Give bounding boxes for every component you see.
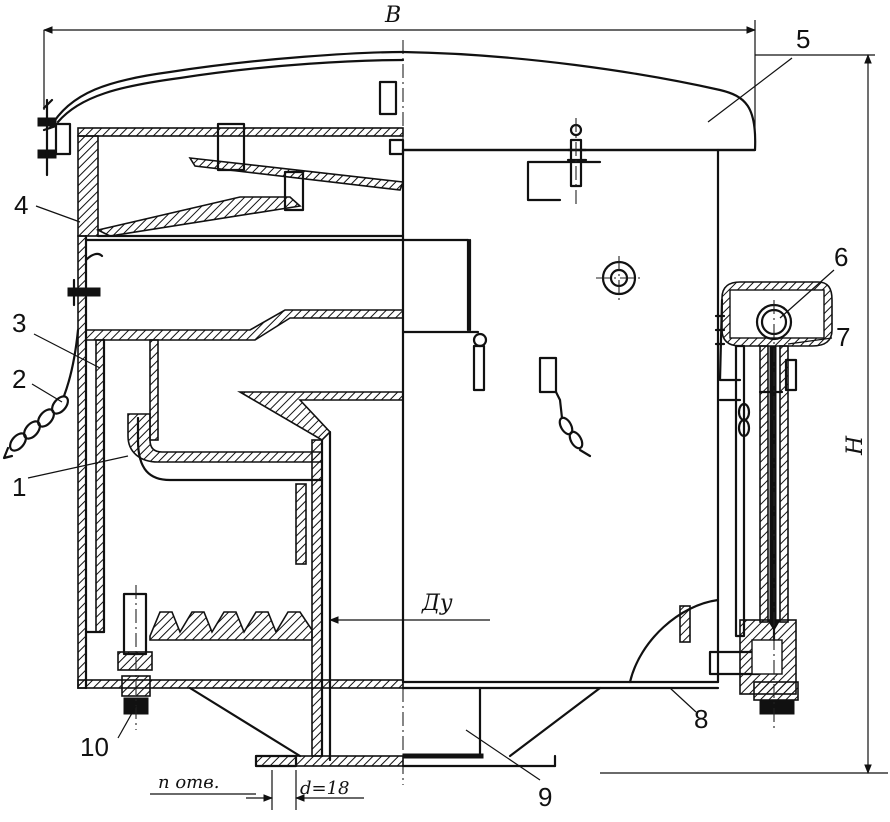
central-pipe [295, 438, 324, 758]
nominal-diameter-label: Ду [421, 591, 453, 616]
level-gauge [708, 281, 833, 728]
callout-9: 9 [538, 782, 552, 812]
callout-6: 6 [834, 242, 848, 272]
hole-diameter-label: d=18 [300, 778, 350, 799]
dimension-width: В [43, 3, 756, 140]
upper-chamber [77, 80, 405, 238]
callout-7: 7 [836, 322, 850, 352]
left-hinge [37, 98, 72, 177]
bottom-dimensions: n отв. d=18 [150, 770, 364, 810]
height-label: Н [843, 435, 868, 456]
callouts: 1 2 3 4 5 6 7 8 9 10 [12, 24, 850, 812]
callout-3: 3 [12, 308, 26, 338]
left-chain [2, 328, 80, 460]
corrugated-screen [149, 611, 313, 641]
width-label: В [384, 3, 401, 28]
holes-label: n отв. [158, 772, 219, 793]
callout-5: 5 [796, 24, 810, 54]
callout-4: 4 [14, 190, 28, 220]
callout-8: 8 [694, 704, 708, 734]
inner-bent-pipe [127, 339, 324, 482]
bottom-plate [77, 630, 404, 768]
callout-2: 2 [12, 364, 26, 394]
callout-1: 1 [12, 472, 26, 502]
middle-plate [84, 238, 470, 341]
callout-10: 10 [80, 732, 109, 762]
dimension-height: Н [600, 54, 888, 774]
right-body: Ду [329, 118, 720, 768]
